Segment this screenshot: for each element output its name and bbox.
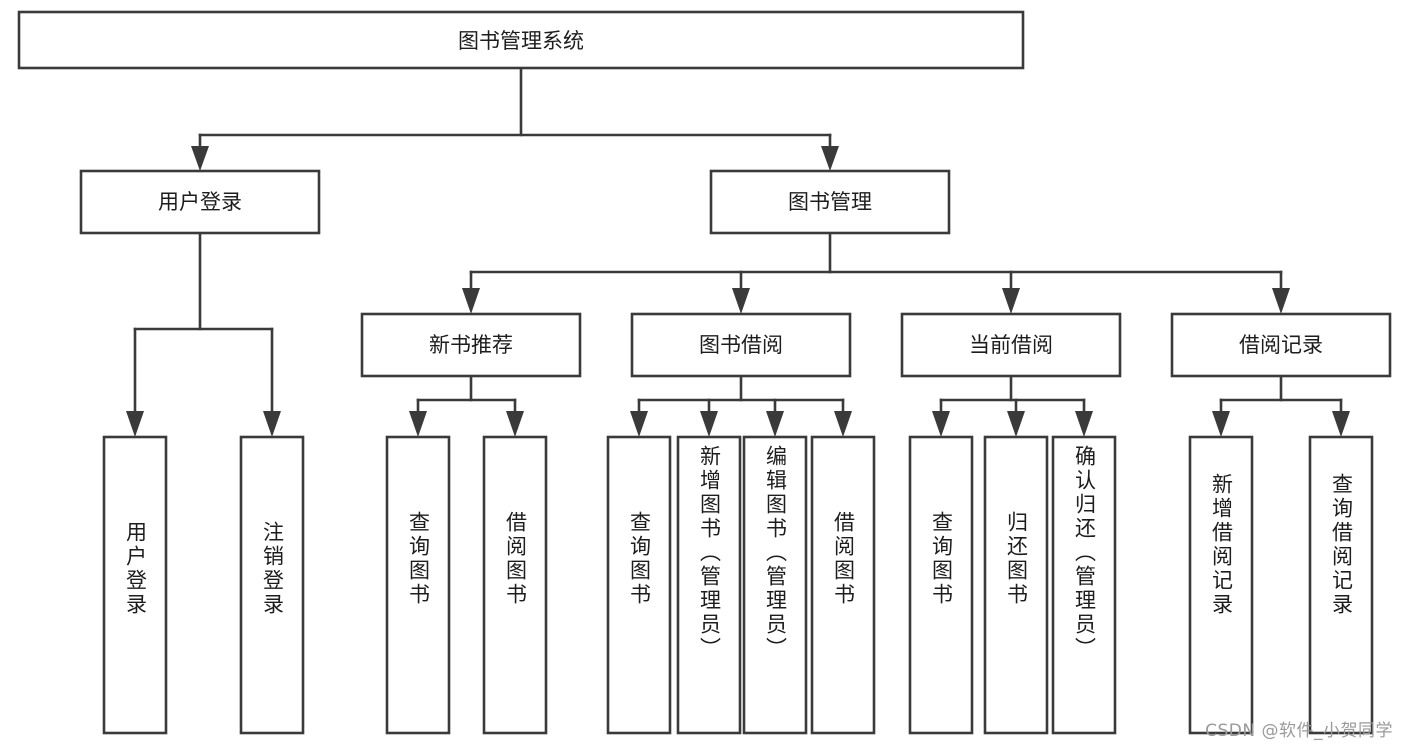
node-current-borrow[interactable] <box>900 312 1122 378</box>
node-leaf-edit-book[interactable] <box>742 435 808 735</box>
arrowhead-leaf-query-book-1 <box>409 411 427 437</box>
csdn-watermark: CSDN @软件_小贺同学 <box>1205 721 1393 741</box>
arrowhead-leaf-add-book <box>700 411 718 437</box>
node-leaf-add-book[interactable] <box>676 435 742 735</box>
node-book-borrow-label: 图书借阅 <box>699 333 783 357</box>
node-leaf-query-book-2[interactable] <box>606 435 672 735</box>
node-new-book-rec-label: 新书推荐 <box>429 333 513 357</box>
node-root-label: 图书管理系统 <box>458 29 584 53</box>
node-leaf-confirm-return[interactable] <box>1051 435 1117 735</box>
node-leaf-query-book-3[interactable] <box>908 435 974 735</box>
node-borrow-record[interactable] <box>1170 312 1392 378</box>
node-leaf-borrow-book-2[interactable] <box>810 435 876 735</box>
arrowhead-leaf-user-logout <box>263 411 281 437</box>
node-leaf-user-login[interactable] <box>102 435 168 735</box>
arrowhead-leaf-edit-book <box>766 411 784 437</box>
arrowhead-leaf-user-login <box>126 411 144 437</box>
node-current-borrow-label: 当前借阅 <box>969 333 1053 357</box>
node-leaf-query-record[interactable] <box>1308 435 1374 735</box>
arrowhead-leaf-borrow-book-1 <box>506 411 524 437</box>
node-book-borrow[interactable] <box>630 312 852 378</box>
node-book-manage-label: 图书管理 <box>788 190 872 214</box>
arrowhead-user-login <box>191 146 209 171</box>
node-new-book-rec[interactable] <box>360 312 582 378</box>
node-leaf-query-book-1[interactable] <box>385 435 451 735</box>
arrowhead-book-manage <box>821 146 839 171</box>
arrowhead-leaf-confirm-return <box>1075 411 1093 437</box>
node-leaf-add-record[interactable] <box>1188 435 1254 735</box>
node-leaf-return-book[interactable] <box>983 435 1049 735</box>
node-root[interactable] <box>17 10 1025 70</box>
node-book-manage[interactable] <box>709 169 951 235</box>
connector-layer <box>126 66 1350 437</box>
arrowhead-new-book-rec <box>462 288 480 314</box>
node-layer: 图书管理系统 用户登录 图书管理 新书推荐 图书借阅 当前借阅 借阅记录 <box>17 10 1392 735</box>
arrowhead-leaf-query-book-3 <box>932 411 950 437</box>
arrowhead-leaf-add-record <box>1212 411 1230 437</box>
node-user-login-label: 用户登录 <box>158 190 242 214</box>
arrowhead-borrow-record <box>1272 288 1290 314</box>
arrowhead-leaf-query-book-2 <box>630 411 648 437</box>
node-leaf-user-logout[interactable] <box>239 435 305 735</box>
arrowhead-leaf-query-record <box>1332 411 1350 437</box>
arrowhead-book-borrow <box>732 288 750 314</box>
arrowhead-current-borrow <box>1002 288 1020 314</box>
node-leaf-borrow-book-1[interactable] <box>482 435 548 735</box>
node-borrow-record-label: 借阅记录 <box>1239 333 1323 357</box>
arrowhead-leaf-borrow-book-2 <box>834 411 852 437</box>
node-user-login[interactable] <box>79 169 321 235</box>
arrowhead-leaf-return-book <box>1007 411 1025 437</box>
